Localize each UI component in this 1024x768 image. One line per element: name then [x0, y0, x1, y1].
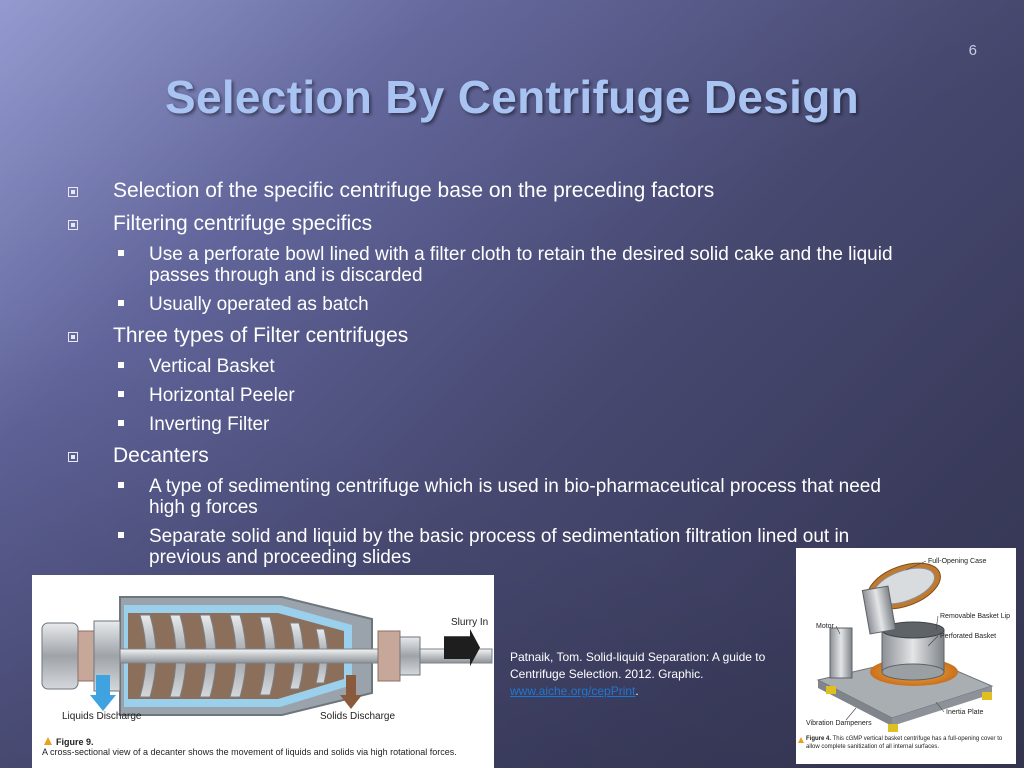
basket-centrifuge-figure: Full-Opening Case Removable Basket Lip M… — [796, 548, 1016, 764]
decanter-caption-label: Figure 9. — [56, 737, 94, 747]
square-bullet-icon — [68, 452, 78, 462]
sub-bullet-text: Inverting Filter — [149, 414, 270, 435]
decanter-caption-text: A cross-sectional view of a decanter sho… — [42, 747, 457, 757]
bullet-item: Decanters — [64, 443, 894, 469]
bullet-item: Filtering centrifuge specifics — [64, 211, 894, 237]
small-square-bullet-icon — [118, 300, 124, 306]
citation-text: Patnaik, Tom. Solid-liquid Separation: A… — [510, 650, 766, 681]
caption-triangle-icon — [798, 737, 804, 743]
small-square-bullet-icon — [118, 250, 124, 256]
bullet-text: Decanters — [113, 444, 209, 467]
square-bullet-icon — [68, 187, 78, 197]
sub-bullet-text: A type of sedimenting centrifuge which i… — [149, 476, 881, 518]
bullet-item: Three types of Filter centrifuges — [64, 323, 894, 349]
small-square-bullet-icon — [118, 362, 124, 368]
full-opening-case-label: Full-Opening Case — [928, 558, 986, 565]
motor-label: Motor — [816, 623, 835, 630]
slide-title: Selection By Centrifuge Design — [164, 71, 859, 123]
perforated-basket-label: Perforated Basket — [940, 633, 996, 640]
solids-label: Solids Discharge — [320, 711, 395, 722]
citation-link[interactable]: www.aiche.org/cepPrint — [510, 684, 636, 698]
small-square-bullet-icon — [118, 482, 124, 488]
sub-bullet-item: Use a perforate bowl lined with a filter… — [64, 244, 894, 286]
bullet-text: Selection of the specific centrifuge bas… — [113, 179, 715, 202]
square-bullet-icon — [68, 220, 78, 230]
sub-bullet-text: Horizontal Peeler — [149, 385, 295, 406]
basket-centrifuge-diagram: Full-Opening Case Removable Basket Lip M… — [798, 558, 1014, 751]
bullet-text: Filtering centrifuge specifics — [113, 212, 373, 235]
bullet-text: Three types of Filter centrifuges — [113, 324, 409, 347]
citation-suffix: . — [635, 684, 639, 698]
decanter-diagram: Slurry In Liquids Discharge Solids Disch… — [41, 596, 493, 757]
basket-caption-label: Figure 4. — [806, 736, 832, 742]
small-square-bullet-icon — [118, 532, 124, 538]
decanter-figure: Slurry In Liquids Discharge Solids Disch… — [32, 575, 494, 768]
citation: Patnaik, Tom. Solid-liquid Separation: A… — [510, 649, 800, 700]
basket-caption-text: This cGMP vertical basket centrifuge has… — [806, 736, 1003, 750]
removable-basket-lip-label: Removable Basket Lip — [940, 613, 1010, 620]
sub-bullet-item: Usually operated as batch — [64, 294, 894, 315]
sub-bullet-text: Usually operated as batch — [149, 294, 369, 315]
sub-bullet-text: Use a perforate bowl lined with a filter… — [149, 244, 893, 286]
sub-bullet-text: Separate solid and liquid by the basic p… — [149, 526, 850, 568]
caption-triangle-icon — [44, 737, 52, 745]
basket-caption: Figure 4. This cGMP vertical basket cent… — [806, 735, 1014, 751]
sub-bullet-item: Horizontal Peeler — [64, 385, 894, 406]
bullet-list: Selection of the specific centrifuge bas… — [64, 178, 894, 576]
bullet-item: Selection of the specific centrifuge bas… — [64, 178, 894, 204]
sub-bullet-item: Inverting Filter — [64, 414, 894, 435]
sub-bullet-text: Vertical Basket — [149, 356, 275, 377]
inertia-plate-label: Inertia Plate — [946, 709, 983, 716]
small-square-bullet-icon — [118, 420, 124, 426]
slurry-label: Slurry In — [451, 617, 488, 628]
sub-bullet-item: A type of sedimenting centrifuge which i… — [64, 476, 894, 518]
liquids-label: Liquids Discharge — [62, 711, 142, 722]
small-square-bullet-icon — [118, 391, 124, 397]
square-bullet-icon — [68, 332, 78, 342]
sub-bullet-item: Separate solid and liquid by the basic p… — [64, 526, 894, 568]
vibration-dampeners-label: Vibration Dampeners — [806, 720, 872, 727]
sub-bullet-item: Vertical Basket — [64, 356, 894, 377]
slide-number: 6 — [968, 42, 977, 59]
